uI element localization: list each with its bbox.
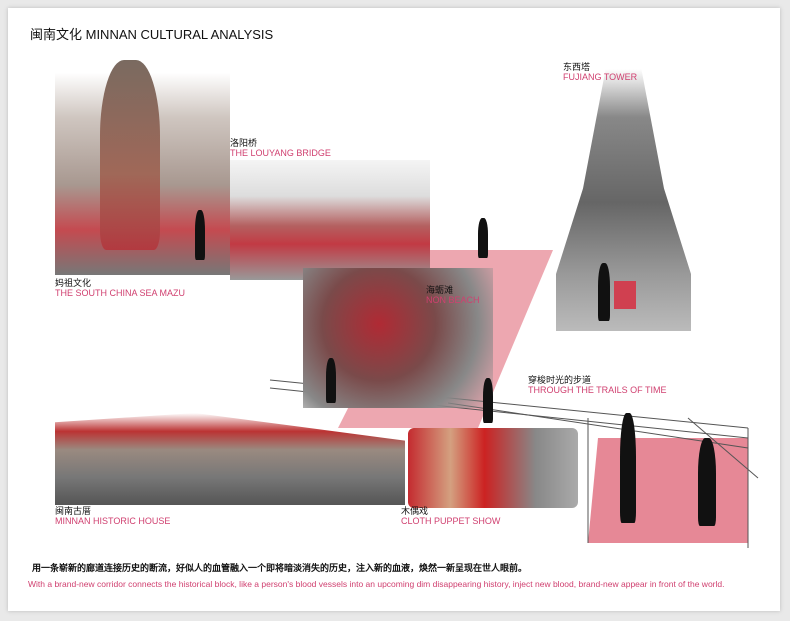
mazu-statue-photo (55, 50, 230, 275)
label-house: 闽南古厝 MINNAN HISTORIC HOUSE (55, 506, 171, 526)
poster-board: 闽南文化 MINNAN CULTURAL ANALYSIS 妈祖文化 THE S… (8, 8, 780, 611)
label-tower: 东西塔 FUJIANG TOWER (563, 62, 638, 82)
label-puppet: 木偶戏 CLOTH PUPPET SHOW (401, 506, 501, 526)
page-title: 闽南文化 MINNAN CULTURAL ANALYSIS (30, 27, 274, 42)
label-trail: 穿梭时光的步道 THROUGH THE TRAILS OF TIME (528, 375, 667, 395)
label-bridge: 洛阳桥 THE LOUYANG BRIDGE (230, 138, 331, 158)
puppet-show-photo (408, 428, 578, 508)
caption-english: With a brand-new corridor connects the h… (28, 579, 725, 589)
label-mazu: 妈祖文化 THE SOUTH CHINA SEA MAZU (55, 278, 186, 298)
label-beach: 海蛎滩 NON BEACH (426, 285, 480, 305)
caption-chinese: 用一条崭新的廊道连接历史的断流，好似人的血管融入一个即将暗淡消失的历史，注入新的… (32, 563, 528, 573)
bridge-photo (230, 160, 430, 280)
